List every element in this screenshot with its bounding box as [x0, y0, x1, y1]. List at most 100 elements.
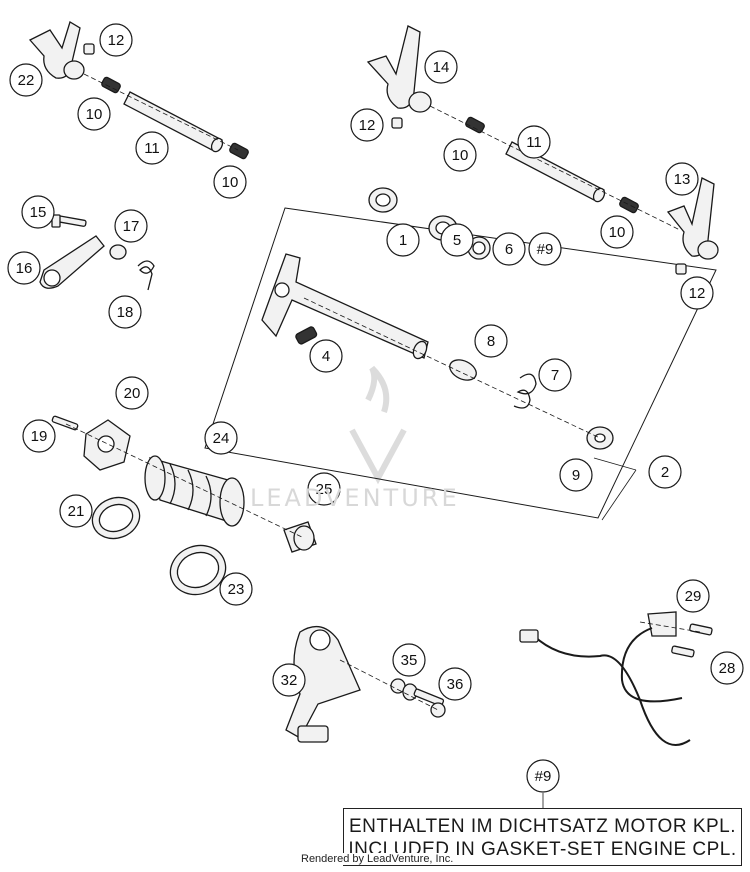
callout-circle: [680, 276, 714, 310]
callout-label: 10: [609, 224, 626, 241]
callout-circle: [517, 125, 551, 159]
callout-label: 13: [674, 171, 691, 188]
shift-shaft-assembly-frame: [204, 207, 717, 519]
callout-circle: [108, 295, 142, 329]
callout-label: 12: [108, 32, 125, 49]
watermark-text: LEADVENTURE: [250, 484, 460, 512]
callout-circle: [22, 419, 56, 453]
bushing-8: [449, 359, 477, 381]
callout-c20: 20: [115, 376, 149, 410]
callout-label: 23: [228, 581, 245, 598]
callout-circle: [135, 131, 169, 165]
callout-label: 35: [401, 652, 418, 669]
shift-fork-13: [666, 177, 719, 260]
callout-label: 8: [487, 333, 495, 350]
callout-c9: 9: [559, 458, 593, 492]
callout-c9h: #9: [528, 232, 562, 266]
shift-drum-24: [144, 455, 245, 527]
callout-c10a: 10: [77, 97, 111, 131]
shaft-seal-6: [467, 236, 491, 260]
callout-c17: 17: [114, 209, 148, 243]
callout-label: 29: [685, 588, 702, 605]
callout-c19: 19: [22, 419, 56, 453]
spring-10b: [229, 142, 249, 160]
callout-circle: [474, 324, 508, 358]
callout-c12b: 12: [350, 108, 384, 142]
callout-label: 19: [31, 428, 48, 445]
needle-bearing-1: [368, 187, 398, 213]
callout-circle: [7, 251, 41, 285]
callout-circle: [526, 759, 560, 793]
callout-label: 17: [123, 218, 140, 235]
callout-circle: [600, 215, 634, 249]
sleeve-17: [109, 244, 127, 260]
callout-c6: 6: [492, 232, 526, 266]
callout-circle: [114, 209, 148, 243]
bolt-15: [51, 214, 87, 228]
callout-label: 1: [399, 232, 407, 249]
callout-circle: [386, 223, 420, 257]
callout-circle: [213, 165, 247, 199]
callout-label: 21: [68, 503, 85, 520]
callout-circle: [99, 23, 133, 57]
callout-label: 11: [144, 140, 160, 157]
callout-circle: [492, 232, 526, 266]
screw-28b: [671, 645, 695, 658]
callout-c10c: 10: [443, 138, 477, 172]
roller-12a: [83, 43, 95, 55]
callout-c1: 1: [386, 223, 420, 257]
callout-c22: 22: [9, 63, 43, 97]
shift-lever-16: [39, 235, 105, 289]
callout-circle: [528, 232, 562, 266]
callout-circle: [219, 572, 253, 606]
callout-circle: [350, 108, 384, 142]
callout-label: 18: [117, 304, 134, 321]
callout-c32: 32: [272, 663, 306, 697]
callout-c24: 24: [204, 421, 238, 455]
callout-label: 6: [505, 241, 513, 258]
fork-shaft-11a: [123, 91, 224, 153]
callout-circle: [272, 663, 306, 697]
callout-circle: [392, 643, 426, 677]
callout-circle: [648, 455, 682, 489]
callout-circle: [676, 579, 710, 613]
callout-label: 7: [551, 367, 559, 384]
callout-c21: 21: [59, 494, 93, 528]
callout-circle: [9, 63, 43, 97]
callout-label: 32: [281, 672, 298, 689]
callout-c28: 28: [710, 651, 744, 685]
callout-c15: 15: [21, 195, 55, 229]
callout-label: 2: [661, 464, 669, 481]
callout-label: 10: [86, 106, 103, 123]
spring-18: [137, 260, 155, 291]
callout-c11a: 11: [135, 131, 169, 165]
callout-circle: [204, 421, 238, 455]
callout-c36: 36: [438, 667, 472, 701]
callout-label: 36: [447, 676, 464, 693]
callout-circle: [438, 667, 472, 701]
callout-circle: [710, 651, 744, 685]
spring-7: [513, 373, 537, 409]
bearing-23: [169, 544, 227, 596]
callout-label: 9: [572, 467, 580, 484]
callout-c5: 5: [440, 223, 474, 257]
callout-label: 4: [322, 348, 330, 365]
watermark-logo: [349, 365, 407, 485]
callout-circle: [665, 162, 699, 196]
spring-10d: [619, 196, 639, 214]
callout-label: 16: [16, 260, 33, 277]
spring-10a: [101, 76, 121, 94]
callout-label: 5: [453, 232, 461, 249]
gear-position-sensor-29: [519, 611, 691, 746]
callout-label: 12: [689, 285, 706, 302]
callout-c12a: 12: [99, 23, 133, 57]
callout-label: 22: [18, 72, 35, 89]
callout-label: 11: [526, 134, 542, 151]
callout-label: 28: [719, 660, 736, 677]
callout-circle: [309, 339, 343, 373]
callout-c10d: 10: [600, 215, 634, 249]
callout-circle: [440, 223, 474, 257]
bolt-36: [413, 688, 446, 718]
callout-c7: 7: [538, 358, 572, 392]
